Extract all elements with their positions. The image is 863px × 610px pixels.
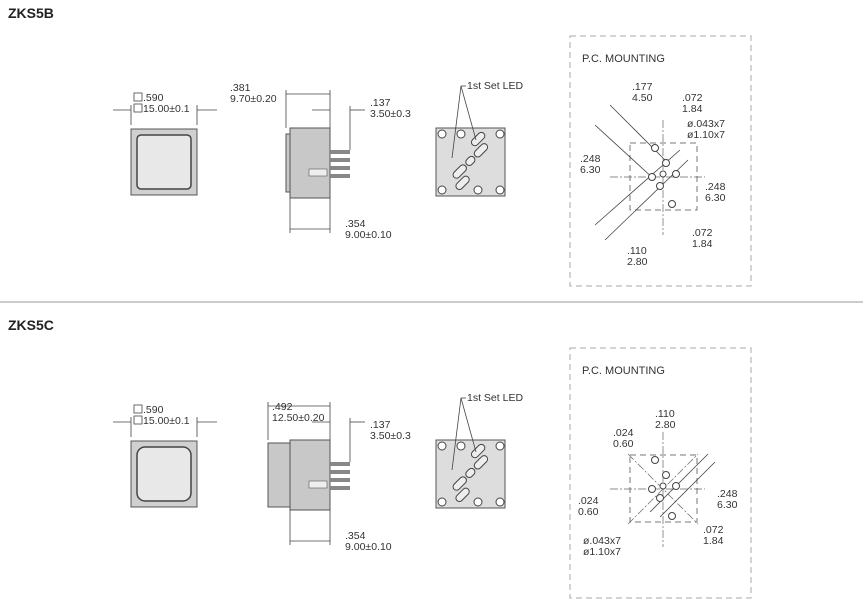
- mount-dim: 1.84: [692, 238, 713, 250]
- mounting-title: P.C. MOUNTING: [582, 53, 665, 65]
- side-pin-mm: 3.50±0.3: [370, 430, 411, 442]
- side-view: [285, 90, 365, 233]
- side-body-mm: 9.00±0.10: [345, 229, 392, 241]
- mount-dim: .024: [613, 427, 634, 439]
- mount-dim: 6.30: [717, 499, 738, 511]
- led-label: 1st Set LED: [467, 392, 523, 404]
- side-pin-mm: 3.50±0.3: [370, 108, 411, 120]
- mount-dim: .110: [627, 245, 647, 257]
- side-depth-in: .492: [272, 401, 293, 413]
- mount-dim: 2.80: [655, 419, 676, 431]
- mount-dim: 1.84: [703, 535, 724, 547]
- front-view: [113, 404, 217, 508]
- mount-dim: 0.60: [613, 438, 634, 450]
- side-depth-in: .381: [230, 82, 251, 94]
- mount-dim: .248: [717, 488, 738, 500]
- mount-hole-dim: ø.043x7: [583, 535, 621, 547]
- mount-dim: .072: [682, 92, 703, 104]
- mounting-title: P.C. MOUNTING: [582, 365, 665, 377]
- mount-dim: 4.50: [632, 92, 653, 104]
- back-view: [435, 397, 506, 509]
- front-dim-in: .590: [143, 92, 164, 104]
- mount-dim: .072: [692, 227, 713, 239]
- mounting-frame: [569, 347, 752, 599]
- front-dim-mm: 15.00±0.1: [143, 103, 190, 115]
- mount-dim: .248: [705, 181, 726, 193]
- mount-hole-dim: ø1.10x7: [687, 129, 725, 141]
- mount-dim: 1.84: [682, 103, 703, 115]
- section-title: ZKS5B: [8, 5, 54, 21]
- mounting-pattern: [610, 432, 716, 547]
- side-view: [267, 402, 365, 545]
- mount-dim: .024: [578, 495, 599, 507]
- mount-dim: .072: [703, 524, 724, 536]
- front-view: [113, 92, 217, 196]
- side-pin-in: .137: [370, 97, 391, 109]
- mount-dim: 0.60: [578, 506, 599, 518]
- mount-dim: 6.30: [580, 164, 601, 176]
- side-body-mm: 9.00±0.10: [345, 541, 392, 553]
- mount-dim: 6.30: [705, 192, 726, 204]
- side-body-in: .354: [345, 530, 366, 542]
- mount-dim: 2.80: [627, 256, 648, 268]
- mount-dim: .177: [632, 81, 653, 93]
- section-title: ZKS5C: [8, 317, 54, 333]
- mount-dim: .110: [655, 408, 675, 420]
- mount-hole-dim: ø.043x7: [687, 118, 725, 130]
- front-dim-mm: 15.00±0.1: [143, 415, 190, 427]
- front-dim-in: .590: [143, 404, 164, 416]
- side-pin-in: .137: [370, 419, 391, 431]
- mount-hole-dim: ø1.10x7: [583, 546, 621, 558]
- mounting-pattern: [594, 104, 705, 241]
- side-depth-mm: 12.50±0.20: [272, 412, 325, 424]
- side-body-in: .354: [345, 218, 366, 230]
- side-depth-mm: 9.70±0.20: [230, 93, 277, 105]
- led-label: 1st Set LED: [467, 80, 523, 92]
- mount-dim: .248: [580, 153, 601, 165]
- mounting-frame: [569, 35, 752, 287]
- back-view: [435, 85, 506, 197]
